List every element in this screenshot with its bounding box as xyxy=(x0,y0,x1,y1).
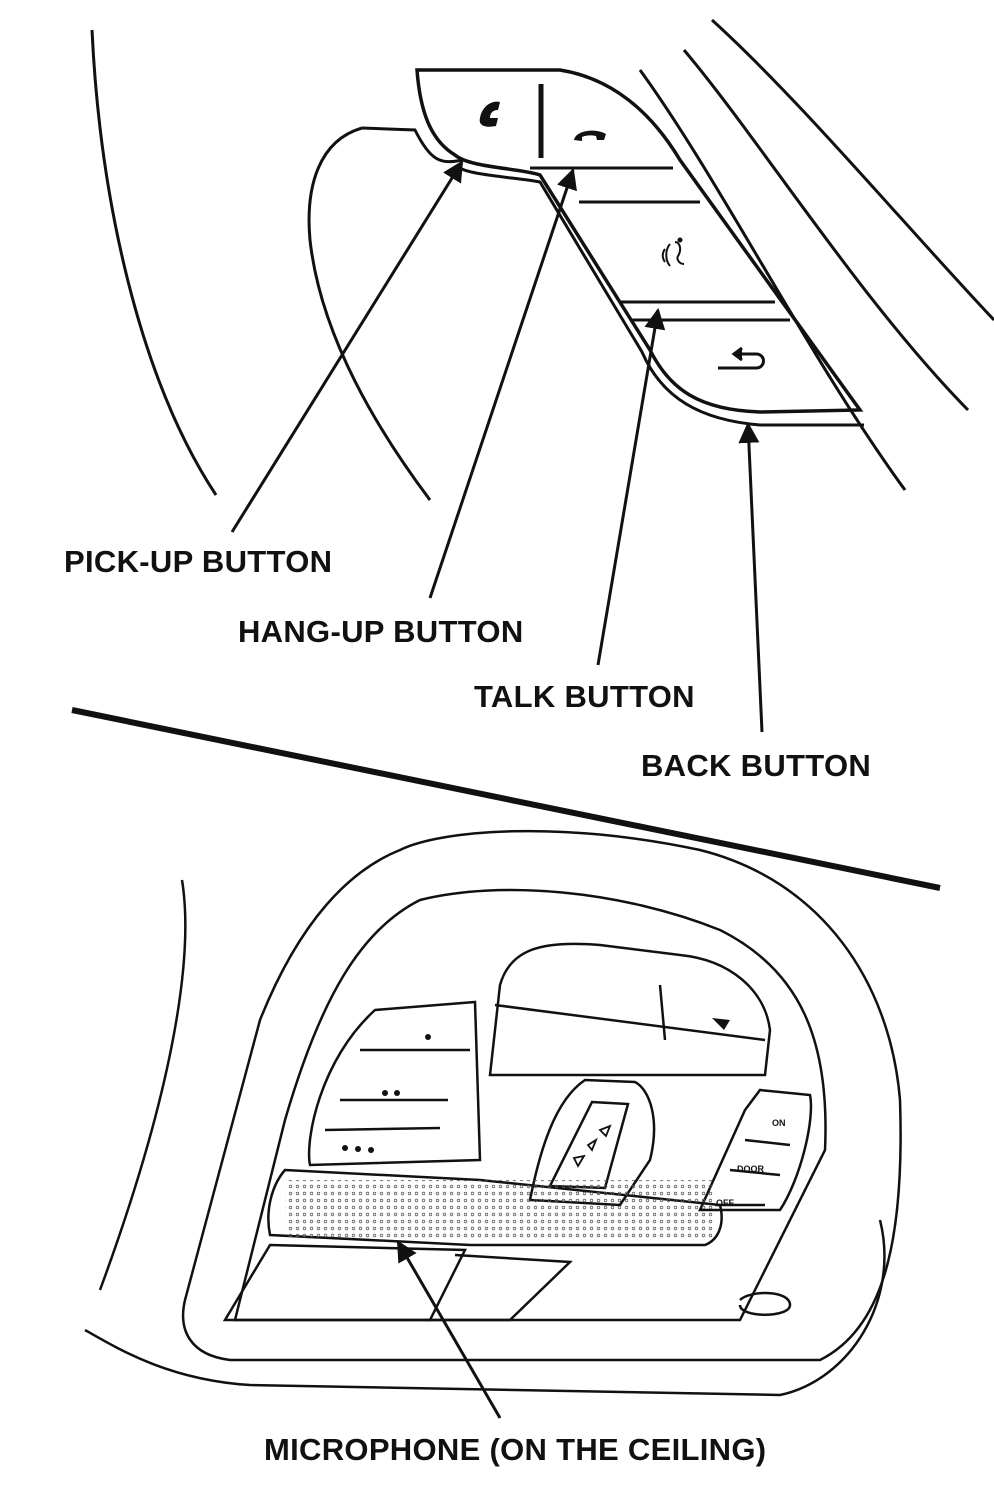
pickup-icon xyxy=(479,101,500,127)
wheel-rim-right-1 xyxy=(638,69,907,491)
light-switch-labels: ON DOOR OFF xyxy=(716,1118,786,1208)
headliner-bottom xyxy=(84,1219,886,1397)
switch-off-label: OFF xyxy=(716,1198,734,1208)
button-cluster-bezel xyxy=(459,166,864,427)
talk-button-label: TALK BUTTON xyxy=(474,679,695,714)
wheel-rim-right-3 xyxy=(710,18,994,322)
microphone-grille-outline xyxy=(267,1168,723,1247)
wheel-rim-curve xyxy=(90,29,218,496)
wheel-rim-right-2 xyxy=(682,49,970,412)
microphone-label: MICROPHONE (ON THE CEILING) xyxy=(264,1432,767,1467)
pickup-button-label: PICK-UP BUTTON xyxy=(64,544,333,579)
right-switch-block xyxy=(698,1088,813,1212)
button-cluster-outline xyxy=(415,68,864,414)
center-bay xyxy=(488,942,772,1077)
microphone-leader xyxy=(396,1240,502,1419)
pickup-leader xyxy=(230,160,464,533)
switch-door-label: DOOR xyxy=(737,1164,765,1174)
switch-on-label: ON xyxy=(772,1118,786,1128)
steering-wheel-panel xyxy=(90,18,994,501)
console-inner-frame xyxy=(233,888,827,1322)
hangup-icon xyxy=(574,130,606,141)
wheel-spoke-outline xyxy=(307,126,463,501)
talk-icon xyxy=(661,237,685,267)
back-leader xyxy=(738,421,764,733)
hangup-button-label: HANG-UP BUTTON xyxy=(238,614,524,649)
talk-leader xyxy=(596,307,666,666)
console-housing-outer xyxy=(181,829,902,1362)
overhead-console xyxy=(84,829,902,1397)
section-separator xyxy=(71,707,941,891)
lower-lamp-lens xyxy=(222,1243,467,1322)
moonroof-arrow-icons xyxy=(572,1124,612,1168)
map-light-dots-icons xyxy=(342,1034,431,1153)
back-button-label: BACK BUTTON xyxy=(641,748,872,783)
microphone-grille xyxy=(285,1180,715,1240)
hangup-leader xyxy=(428,168,577,599)
dome-light-icon xyxy=(712,1018,730,1030)
left-button-block xyxy=(307,1000,482,1167)
back-icon xyxy=(718,346,765,370)
headliner-left-curve xyxy=(98,879,187,1291)
callout-lines-top xyxy=(230,160,764,733)
